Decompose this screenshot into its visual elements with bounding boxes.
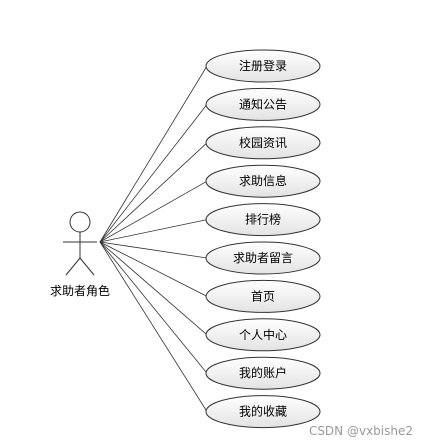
use-case: 个人中心 [205,318,321,352]
use-case-label: 排行榜 [245,212,281,227]
association-line [99,142,208,243]
use-case-label: 求助者留言 [233,251,293,265]
actor-label: 求助者角色 [50,284,110,298]
use-case-label: 求助信息 [239,173,287,188]
association-line [99,241,208,259]
use-case-ellipse [205,279,321,313]
association-line [99,104,208,243]
actor-leg-left [65,257,81,276]
use-case-label: 注册登录 [239,58,287,73]
use-case-label: 首页 [251,289,275,303]
use-case-ellipse [205,87,321,121]
actor-figure [63,211,97,276]
use-case: 求助信息 [205,164,321,198]
use-case-ellipse [205,164,321,198]
association-line [99,241,208,374]
actor-head [69,211,91,233]
use-case-label: 我的账户 [239,365,287,380]
use-case: 通知公告 [205,87,321,121]
use-case-ellipse [205,395,321,429]
association-line [99,180,208,243]
association-line [99,241,208,412]
association-lines [99,65,208,412]
use-case: 我的账户 [205,356,321,390]
use-case-ellipse [205,49,321,83]
use-case-label: 个人中心 [239,327,287,342]
use-case-label: 通知公告 [239,97,287,111]
use-case: 排行榜 [205,203,321,237]
use-case-ellipse [205,241,321,275]
association-line [99,241,208,336]
watermark: CSDN @vxbishe2 [308,424,413,438]
use-case-label: 校园资讯 [239,135,287,150]
use-case: 注册登录 [205,49,321,83]
use-case: 求助者留言 [205,241,321,275]
association-line [99,219,208,243]
use-case: 校园资讯 [205,126,321,160]
actor-leg-right [79,257,95,276]
use-case-ellipse [205,356,321,390]
use-case-label: 我的收藏 [239,404,287,419]
use-case-ellipse [205,318,321,352]
use-case: 首页 [205,279,321,313]
use-case: 我的收藏 [205,395,321,429]
association-line [99,241,208,297]
association-line [99,65,208,243]
use-case-ellipse [205,203,321,237]
use-case-ellipse [205,126,321,160]
